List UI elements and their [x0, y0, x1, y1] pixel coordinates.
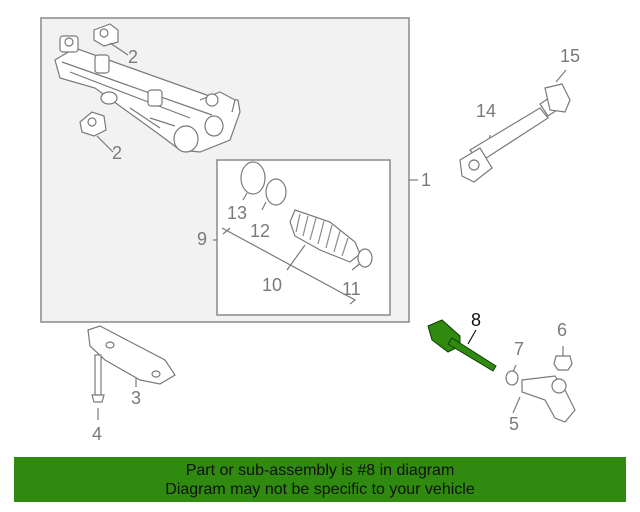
- callout-5[interactable]: 5: [509, 414, 520, 434]
- callout-6[interactable]: 6: [557, 320, 568, 340]
- callout-14[interactable]: 14: [476, 101, 497, 121]
- callout-2-lower[interactable]: 2: [112, 143, 123, 163]
- banner-line-part: Part or sub-assembly is #8 in diagram: [185, 462, 455, 479]
- inner-tie-rod: [427, 319, 497, 372]
- bellows-boot: [289, 209, 361, 263]
- callout-1[interactable]: 1: [421, 170, 432, 190]
- callout-13[interactable]: 13: [227, 203, 248, 223]
- clamp-11: [357, 248, 373, 268]
- mount-bushing-drawing: [79, 23, 119, 137]
- intermediate-shaft-drawing: [459, 83, 571, 183]
- callout-2-upper[interactable]: 2: [128, 47, 139, 67]
- boot-kit-drawing: [240, 161, 373, 268]
- callout-3[interactable]: 3: [131, 388, 142, 408]
- bracket-drawing: [87, 325, 176, 403]
- callout-10[interactable]: 10: [262, 275, 283, 295]
- clamp-ring-13: [240, 161, 266, 195]
- clamp-ring-12: [265, 178, 287, 206]
- part-info-banner: Part or sub-assembly is #8 in diagram Di…: [14, 457, 626, 502]
- callout-4[interactable]: 4: [92, 424, 103, 444]
- callout-8[interactable]: 8: [471, 310, 482, 330]
- callout-7[interactable]: 7: [514, 339, 525, 359]
- steering-rack-drawing: [54, 35, 241, 153]
- callout-11[interactable]: 11: [342, 279, 361, 299]
- tie-rod-end-drawing: [505, 355, 576, 423]
- banner-line-disclaimer: Diagram may not be specific to your vehi…: [165, 481, 475, 498]
- callout-12[interactable]: 12: [250, 221, 271, 241]
- callout-9[interactable]: 9: [197, 229, 208, 249]
- callout-15[interactable]: 15: [560, 46, 581, 66]
